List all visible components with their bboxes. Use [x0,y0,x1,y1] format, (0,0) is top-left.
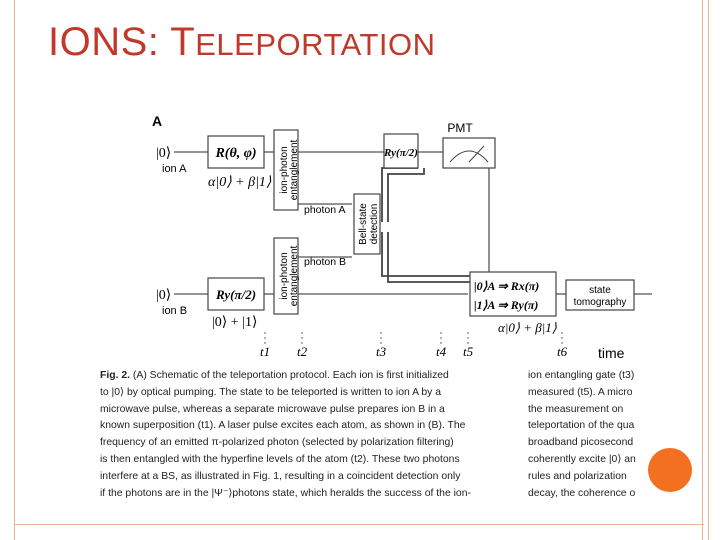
time-label-t3: t3 [376,344,387,359]
caption-line: measured (t5). A micro [528,386,633,398]
tomography-line1: state [589,285,611,296]
figure-caption: Fig. 2. (A) Schematic of the teleportati… [100,368,680,500]
time-label-t4: t4 [436,344,447,359]
caption-line: known superposition (t1). A laser pulse … [100,420,466,432]
frame-line-bottom [14,524,704,525]
caption-line: broadband picosecond [528,437,634,449]
bell-line1: Bell-state [358,203,369,245]
entanglement-box-b [273,237,299,315]
caption-line: Fig. 2. (A) Schematic of the teleportati… [100,368,520,385]
caption-line: if the photons are in the |Ψ⁻⟩photons st… [100,487,471,499]
caption-line: coherently excite |0⟩ an [528,453,636,465]
frame-line-right-inner [708,0,709,540]
caption-line: to |0⟩ by optical pumping. The state to … [100,386,441,398]
bell-state-detection-box [353,193,381,255]
ion-b-label: ion B [162,305,187,317]
feedforward-box [469,271,557,317]
entanglement-a-line2: entanglement [289,139,300,200]
entanglement-box-a [273,129,299,211]
caption-line: frequency of an emitted π-polarized phot… [100,437,454,449]
feedforward-line2: |1⟩A ⇒ Ry(π) [474,298,538,312]
state-tomography-box [565,279,635,311]
title-rest: ELEPORTATION [195,27,436,62]
caption-left-column: Fig. 2. (A) Schematic of the teleportati… [100,368,520,500]
frame-line-right [702,0,703,540]
gate-ry-ion-b-label: Ry(π/2) [215,287,256,302]
pmt-detector [442,137,496,169]
entanglement-a-line1: ion-photon [279,146,290,193]
output-state: α|0⟩ + β|1⟩ [498,320,557,335]
ion-a-state: |0⟩ [156,146,171,161]
ion-a-label: ion A [162,163,187,175]
teleportation-figure: A |0⟩ ion A α|0⟩ + β|1⟩ R(θ, φ) ion-phot… [100,104,680,504]
pmt-meter-arc [449,150,489,163]
ion-b-superposition: |0⟩ + |1⟩ [212,315,257,330]
caption-line: teleportation of the qua [528,420,635,432]
feedforward-line1: |0⟩A ⇒ Rx(π) [474,279,539,293]
gate-r-theta-phi-label: R(θ, φ) [214,146,256,161]
wires [174,151,652,295]
time-label-t6: t6 [557,344,568,359]
tomography-line2: tomography [574,297,627,308]
time-axis-label: time [598,345,625,361]
time-ticks [264,332,563,344]
time-label-t2: t2 [297,344,308,359]
caption-text: (A) Schematic of the teleportation proto… [132,370,449,381]
ion-a-superposition: α|0⟩ + β|1⟩ [208,175,272,190]
gate-ry-pmt-label: Ry(π/2) [383,147,418,159]
caption-line: rules and polarization [528,470,627,482]
time-label-t1: t1 [260,344,270,359]
bell-line2: detection [369,204,380,245]
caption-right-column: ion entangling gate (t3) measured (t5). … [528,368,678,500]
caption-line: is then entangled with the hyperfine lev… [100,453,460,465]
time-labels: t1 t2 t3 t4 t5 t6 [260,344,568,359]
circuit-diagram: A |0⟩ ion A α|0⟩ + β|1⟩ R(θ, φ) ion-phot… [152,113,652,361]
gate-ry-ion-b [207,277,265,311]
frame-line-top [14,0,15,540]
slide-title: IONS: TELEPORTATION [48,14,436,73]
decorative-orange-circle [648,448,692,492]
gate-r-theta-phi [207,135,265,169]
caption-line: the measurement on [528,403,624,415]
caption-line: decay, the coherence o [528,487,636,499]
photon-b-label: photon B [304,256,346,268]
time-label-t5: t5 [463,344,474,359]
caption-line: interfere at a BS, as illustrated in Fig… [100,470,461,482]
pmt-meter-needle [468,145,485,163]
title-first-part: IONS: T [48,20,196,64]
photon-a-label: photon A [304,204,345,216]
caption-line: ion entangling gate (t3) [528,370,635,381]
figure-label: Fig. 2. [100,370,131,381]
pmt-label: PMT [447,121,473,135]
ion-b-state: |0⟩ [156,288,171,303]
classical-lines [381,167,471,283]
panel-label: A [152,113,162,129]
caption-line: microwave pulse, whereas a separate micr… [100,403,445,415]
entanglement-b-line1: ion-photon [279,252,290,299]
entanglement-b-line2: entanglement [289,245,300,306]
gate-ry-pmt [383,133,419,169]
